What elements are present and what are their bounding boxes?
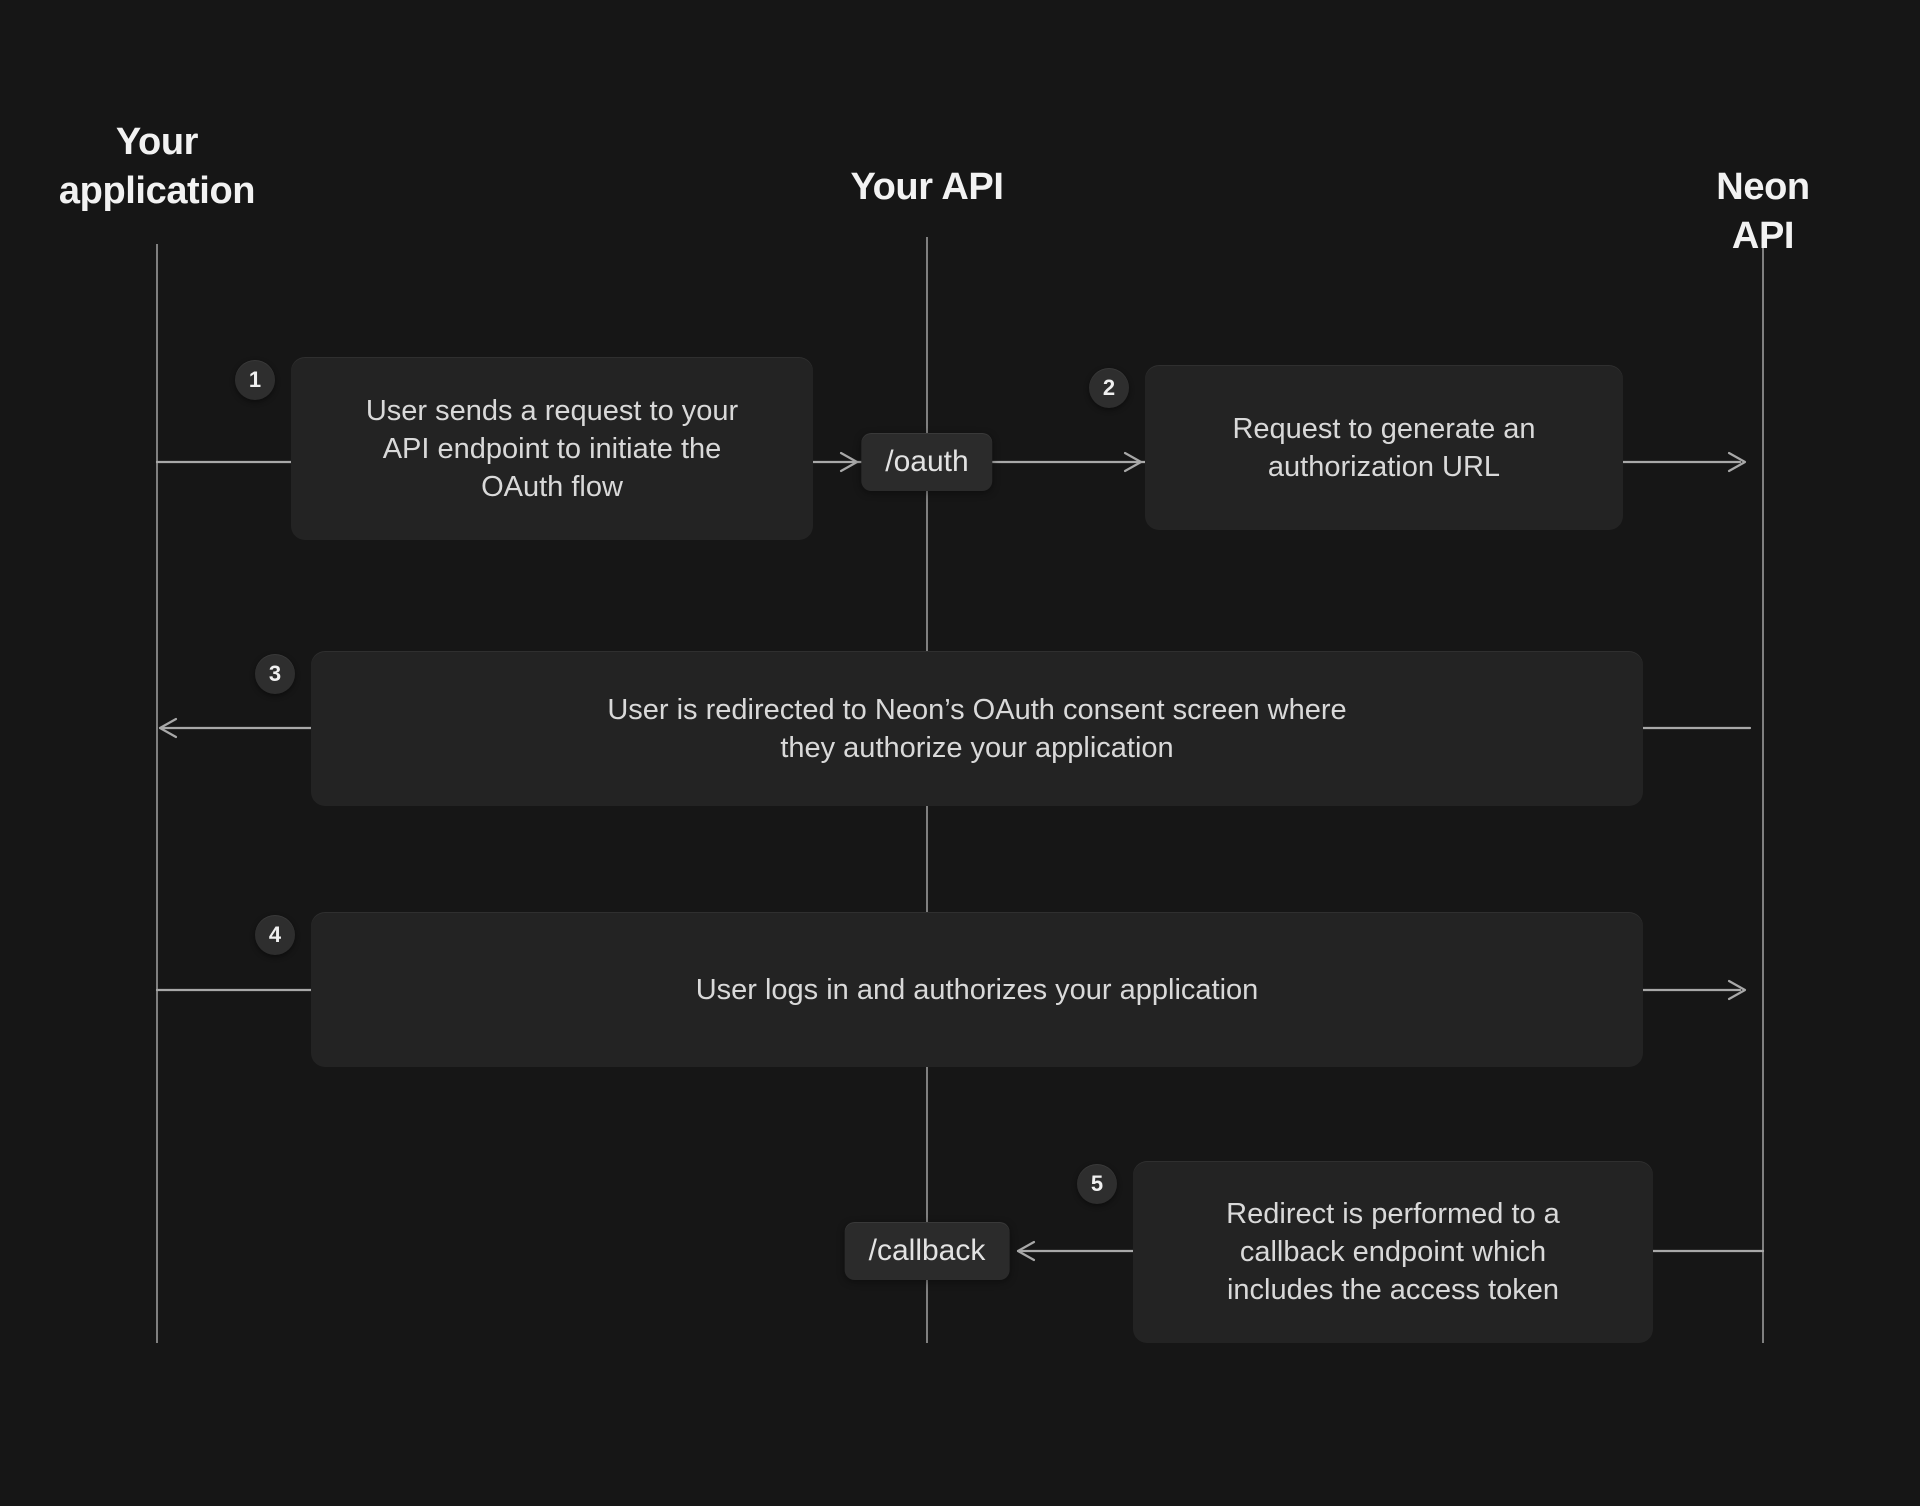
step-3-text: User is redirected to Neon’s OAuth conse… — [607, 693, 1347, 764]
step-2-box: 2 Request to generate an authorization U… — [1089, 365, 1623, 530]
step-3-box: 3 User is redirected to Neon’s OAuth con… — [255, 651, 1643, 806]
step-4-box: 4 User logs in and authorizes your appli… — [255, 912, 1643, 1067]
step-2-badge: 2 — [1089, 368, 1129, 408]
step-4-badge: 4 — [255, 915, 295, 955]
step-4-text: User logs in and authorizes your applica… — [695, 973, 1259, 1006]
step-5-text: Redirect is performed to a callback endp… — [1226, 1198, 1560, 1306]
step-5-box: 5 Redirect is performed to a callback en… — [1077, 1161, 1653, 1343]
lane-header-your-api: Your API — [850, 166, 1004, 208]
step-1-number: 1 — [248, 367, 262, 392]
step-5-number: 5 — [1090, 1171, 1104, 1196]
message-lines — [155, 451, 1765, 1262]
oauth-endpoint-pill: /oauth — [861, 433, 993, 491]
lane-header-your-application: Your application — [58, 121, 256, 212]
step-5-badge: 5 — [1077, 1164, 1117, 1204]
step-1-text: User sends a request to your API endpoin… — [365, 394, 739, 503]
step-2-number: 2 — [1102, 375, 1116, 400]
step-3-number: 3 — [268, 661, 282, 686]
step-4-number: 4 — [268, 922, 282, 947]
step-3-badge: 3 — [255, 654, 295, 694]
callback-endpoint-pill: /callback — [844, 1222, 1010, 1280]
step-1-box: 1 User sends a request to your API endpo… — [235, 357, 813, 540]
step-2-text: Request to generate an authorization URL — [1232, 412, 1536, 483]
lane-header-neon-api: Neon API — [1716, 166, 1810, 257]
step-1-badge: 1 — [235, 360, 275, 400]
